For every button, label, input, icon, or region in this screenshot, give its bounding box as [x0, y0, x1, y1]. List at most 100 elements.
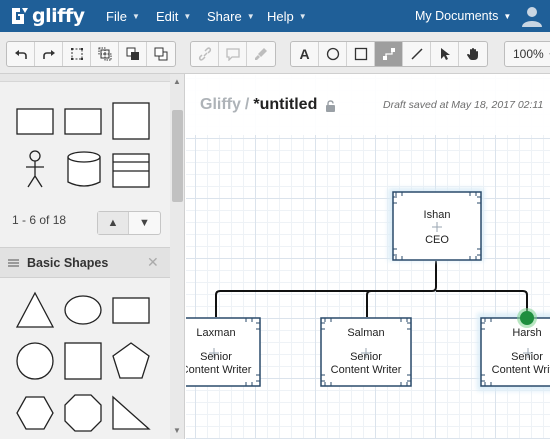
employee-name: Harsh — [512, 327, 541, 339]
rectangle-wide-shape-icon[interactable] — [64, 108, 102, 135]
logo-text: gliffy — [32, 5, 85, 27]
format-painter-button[interactable] — [247, 42, 275, 66]
menu-help-label: Help — [267, 8, 294, 24]
diagram-canvas[interactable]: Gliffy/*untitled Draft saved at May 18, … — [186, 75, 550, 439]
ungroup-icon — [98, 47, 111, 61]
connector-icon — [382, 48, 395, 60]
brush-icon — [255, 48, 267, 60]
menu-file-label: File — [106, 8, 127, 24]
caret-down-icon: ▼ — [183, 11, 192, 21]
employee-title-line2: Content Writer — [186, 364, 252, 376]
app-name-breadcrumb[interactable]: Gliffy — [200, 96, 241, 113]
undo-button[interactable] — [7, 42, 35, 66]
ceo-title: CEO — [425, 234, 449, 246]
toolbar: A 100%▼ — [0, 32, 550, 74]
pan-tool-button[interactable] — [459, 42, 487, 66]
shape-pager-text: 1 - 6 of 18 — [12, 213, 67, 227]
gliffy-logo-icon — [12, 8, 28, 24]
rectangle-shape-icon[interactable] — [112, 297, 150, 324]
ellipse-tool-button[interactable] — [319, 42, 347, 66]
chevron-up-icon: ▲ — [107, 217, 119, 229]
hexagon-shape-icon[interactable] — [16, 396, 54, 430]
menu-file[interactable]: File▼ — [106, 0, 140, 32]
comment-icon — [225, 48, 240, 61]
top-bar: gliffy File▼ Edit▼ Share▼ Help▼ My Docum… — [0, 0, 550, 32]
lock-icon[interactable] — [325, 100, 336, 112]
employee-node-harsh[interactable]: Harsh Senior Content Writer — [477, 313, 550, 391]
rectangle-shape-icon[interactable] — [16, 108, 54, 135]
gliffy-logo[interactable]: gliffy — [10, 5, 85, 27]
previous-library-shapes — [16, 102, 150, 188]
rectangle-tool-button[interactable] — [347, 42, 375, 66]
bring-to-front-button[interactable] — [119, 42, 147, 66]
menu-share[interactable]: Share ▼ — [207, 0, 255, 32]
square-shape-icon[interactable] — [64, 342, 102, 380]
caret-down-icon: ▼ — [246, 11, 255, 21]
draft-saved-status: Draft saved at May 18, 2017 02:11 — [383, 99, 544, 111]
employee-title-line1: Senior — [511, 351, 543, 363]
redo-button[interactable] — [35, 42, 63, 66]
comment-button[interactable] — [219, 42, 247, 66]
ellipse-shape-icon[interactable] — [64, 295, 102, 325]
circle-shape-icon[interactable] — [16, 342, 54, 380]
employee-title-line2: Content Writer — [331, 364, 402, 376]
menu-edit-label: Edit — [156, 8, 179, 24]
pager-down-button[interactable]: ▼ — [129, 212, 160, 234]
user-avatar-icon[interactable] — [521, 5, 543, 27]
scroll-down-icon[interactable]: ▼ — [173, 426, 181, 435]
square-shape-icon[interactable] — [112, 102, 150, 140]
ceo-node[interactable]: Ishan CEO — [388, 188, 484, 261]
connection-point-handle[interactable] — [517, 308, 537, 328]
drag-handle-icon[interactable] — [8, 259, 19, 267]
menu-help[interactable]: Help ▼ — [267, 0, 307, 32]
redo-icon — [42, 50, 55, 59]
document-header: Gliffy/*untitled Draft saved at May 18, … — [186, 75, 550, 135]
employee-title-line1: Senior — [200, 351, 232, 363]
line-tool-button[interactable] — [403, 42, 431, 66]
text-tool-button[interactable]: A — [291, 42, 319, 66]
menu-share-label: Share — [207, 8, 242, 24]
insert-tools-group — [190, 41, 276, 67]
pager-up-button[interactable]: ▲ — [98, 212, 129, 234]
org-chart-diagram: Ishan CEO Laxman Senior Content Writer S… — [186, 188, 550, 391]
circle-icon — [326, 47, 339, 61]
basic-shapes-header[interactable]: Basic Shapes ✕ — [0, 247, 170, 278]
octagon-shape-icon[interactable] — [64, 394, 102, 432]
scroll-up-icon[interactable]: ▲ — [173, 77, 181, 86]
pointer-tool-button[interactable] — [431, 42, 459, 66]
caret-down-icon: ▼ — [503, 11, 512, 21]
close-icon[interactable]: ✕ — [147, 254, 159, 270]
basic-shapes-grid — [15, 291, 151, 432]
text-tool-icon: A — [299, 46, 310, 62]
header-box-shape-icon[interactable] — [112, 153, 150, 188]
employee-node-salman[interactable]: Salman Senior Content Writer — [320, 317, 412, 387]
chevron-down-icon: ▼ — [139, 217, 150, 229]
ungroup-button[interactable] — [91, 42, 119, 66]
zoom-select[interactable]: 100%▼ — [504, 41, 550, 67]
hand-icon — [467, 48, 478, 60]
zoom-value: 100% — [513, 47, 544, 61]
actor-shape-icon[interactable] — [26, 150, 44, 188]
cylinder-shape-icon[interactable] — [67, 151, 101, 187]
employee-name: Salman — [347, 327, 384, 339]
connector-tool-button[interactable] — [375, 42, 403, 66]
menu-edit[interactable]: Edit ▼ — [156, 0, 191, 32]
breadcrumb-separator: / — [244, 96, 250, 113]
line-icon — [410, 48, 423, 60]
employee-node-laxman[interactable]: Laxman Senior Content Writer — [186, 317, 261, 387]
caret-down-icon: ▼ — [298, 11, 307, 21]
send-to-back-button[interactable] — [147, 42, 175, 66]
document-name[interactable]: *untitled — [253, 96, 318, 113]
previous-library-header[interactable] — [0, 74, 170, 82]
my-documents-menu[interactable]: My Documents▼ — [415, 0, 511, 32]
triangle-shape-icon[interactable] — [15, 291, 55, 328]
group-button[interactable] — [63, 42, 91, 66]
link-icon — [198, 47, 211, 61]
pentagon-shape-icon[interactable] — [112, 342, 150, 379]
sidebar-scrollbar-thumb[interactable] — [172, 110, 183, 202]
pointer-icon — [440, 48, 450, 60]
right-triangle-shape-icon[interactable] — [112, 395, 151, 430]
org-connectors[interactable] — [215, 261, 528, 317]
link-button[interactable] — [191, 42, 219, 66]
undo-icon — [14, 50, 27, 59]
